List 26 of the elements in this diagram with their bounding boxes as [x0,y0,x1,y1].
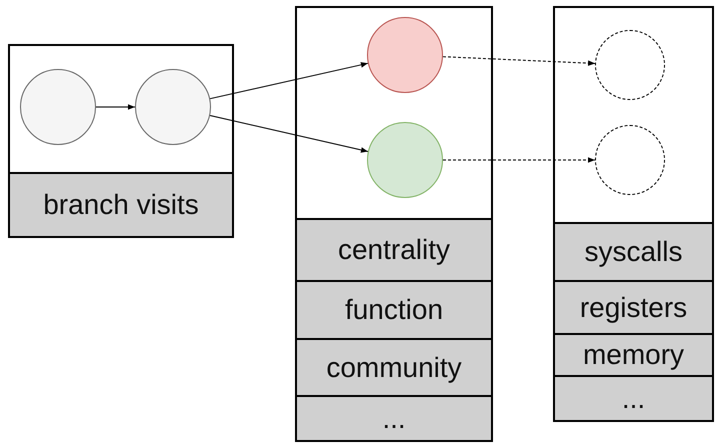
feature-cell [10,172,232,236]
feature-name: centrality [338,234,450,266]
feature-cell [555,375,712,420]
arrow [96,104,136,110]
feature-name: memory [582,339,684,371]
arrow [210,114,368,153]
feature-cell [555,222,712,280]
feature-name: branch visits [43,189,199,221]
feature-cell [297,338,491,395]
arrow [442,157,596,163]
panel [295,6,493,442]
panel [8,44,234,238]
arrow [210,62,368,100]
feature-name: function [344,294,444,326]
arrow [442,56,596,66]
feature-name: ... [382,402,406,434]
feature-name: community [326,352,462,384]
feature-cell [297,395,491,440]
feature-name: ... [622,382,646,414]
feature-cell [555,280,712,333]
panel [553,6,714,422]
feature-cell [297,280,491,338]
feature-name: registers [580,292,688,324]
feature-cell [297,218,491,280]
feature-cell [555,333,712,375]
feature-name: syscalls [584,236,682,268]
